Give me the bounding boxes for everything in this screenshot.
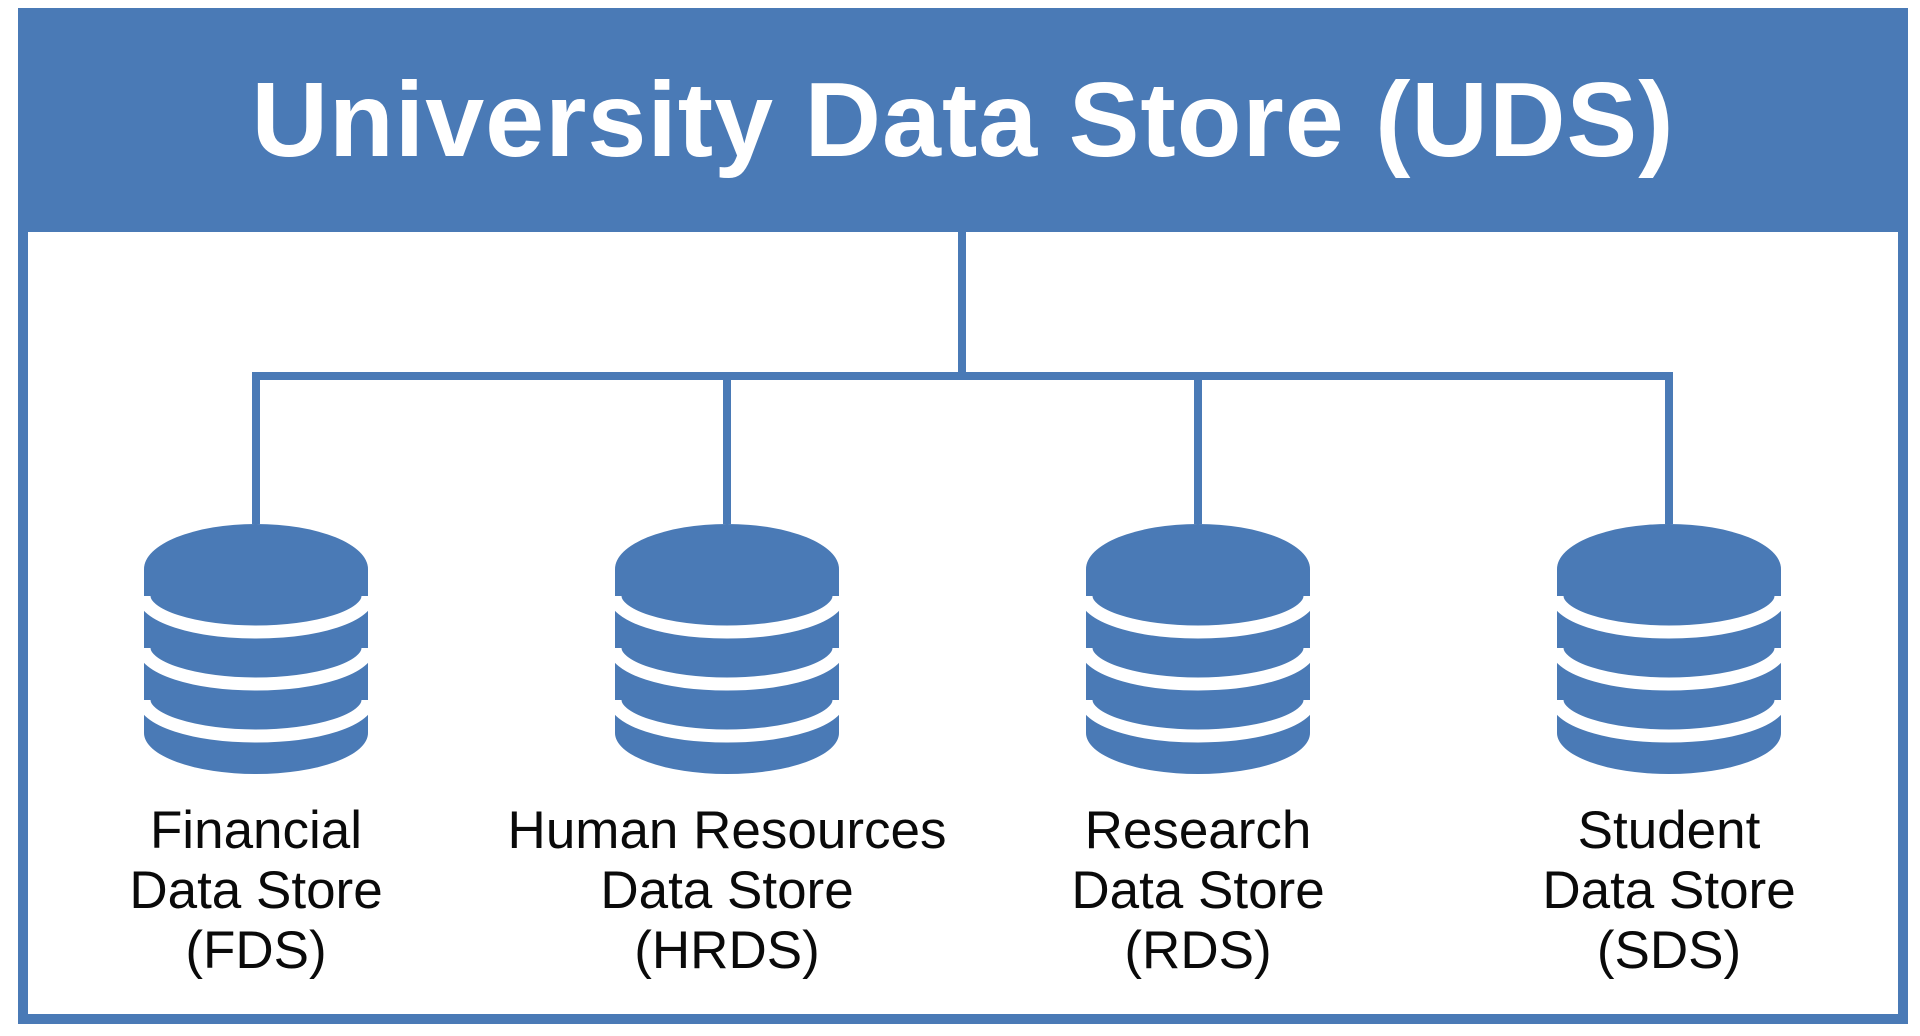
node-student-data-store: Student Data Store (SDS) xyxy=(1429,521,1909,981)
node-label: Research Data Store (RDS) xyxy=(1071,801,1325,980)
node-label: Student Data Store (SDS) xyxy=(1542,801,1796,980)
connector-drop-hrds xyxy=(723,374,731,524)
connector-trunk xyxy=(958,232,966,373)
database-icon xyxy=(1085,524,1311,774)
header-bar: University Data Store (UDS) xyxy=(18,8,1908,232)
connector-crossbar xyxy=(252,372,1673,380)
node-financial-data-store: Financial Data Store (FDS) xyxy=(16,521,496,981)
node-research-data-store: Research Data Store (RDS) xyxy=(958,521,1438,981)
diagram-title: University Data Store (UDS) xyxy=(251,60,1675,179)
node-label: Human Resources Data Store (HRDS) xyxy=(507,801,947,980)
node-human-resources-data-store: Human Resources Data Store (HRDS) xyxy=(487,521,967,981)
database-icon xyxy=(614,524,840,774)
database-icon xyxy=(143,524,369,774)
node-label: Financial Data Store (FDS) xyxy=(129,801,383,980)
database-icon xyxy=(1556,524,1782,774)
connector-drop-fds xyxy=(252,374,260,524)
connector-drop-sds xyxy=(1665,374,1673,524)
connector-drop-rds xyxy=(1194,374,1202,524)
